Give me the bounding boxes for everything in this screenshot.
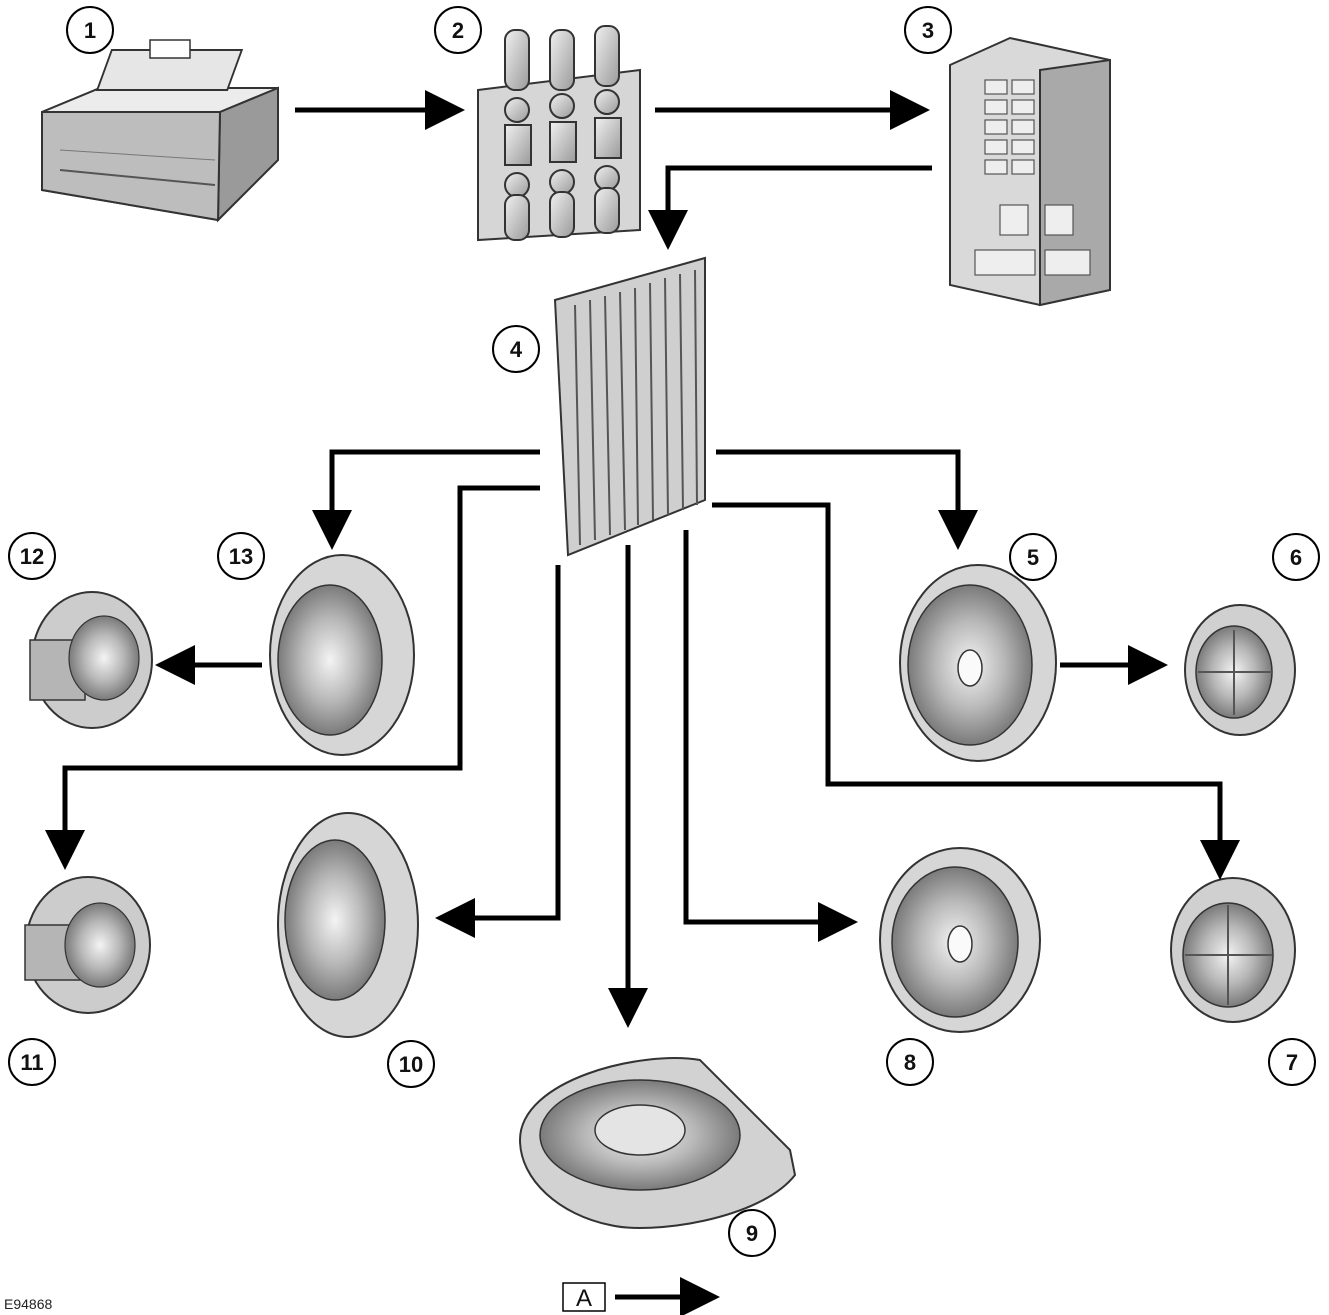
callout-5: 5 [1010, 534, 1056, 580]
figure-id: E94868 [4, 1296, 52, 1312]
door-speaker-icon [900, 565, 1056, 761]
tweeter-speaker-icon [30, 592, 152, 728]
battery-icon [42, 40, 278, 220]
svg-text:5: 5 [1027, 545, 1039, 570]
callout-8: 8 [887, 1039, 933, 1085]
arrow-4-to-5 [716, 452, 958, 540]
callout-4: 4 [493, 326, 539, 372]
svg-text:7: 7 [1286, 1050, 1298, 1075]
door-speaker-icon [278, 813, 418, 1037]
svg-text:4: 4 [510, 337, 523, 362]
svg-text:9: 9 [746, 1221, 758, 1246]
callout-10: 10 [388, 1041, 434, 1087]
callout-7: 7 [1269, 1039, 1315, 1085]
tweeter-speaker-icon [25, 877, 150, 1013]
callout-12: 12 [9, 533, 55, 579]
callout-3: 3 [905, 7, 951, 53]
junction-box-icon [950, 38, 1110, 305]
callout-9: 9 [729, 1210, 775, 1256]
svg-text:12: 12 [20, 544, 44, 569]
fuse-block-icon [478, 26, 640, 240]
subwoofer-icon [520, 1058, 795, 1228]
callout-13: 13 [218, 533, 264, 579]
svg-text:10: 10 [399, 1052, 423, 1077]
door-speaker-icon [270, 555, 414, 755]
callout-11: 11 [9, 1039, 55, 1085]
arrow-4-to-8 [686, 530, 848, 922]
callout-6: 6 [1273, 534, 1319, 580]
callout-1: 1 [67, 7, 113, 53]
legend-key: A [563, 1283, 605, 1312]
svg-text:3: 3 [922, 18, 934, 43]
arrow-3-to-4 [668, 168, 932, 240]
tweeter-speaker-icon [1185, 605, 1295, 735]
svg-text:11: 11 [20, 1050, 43, 1075]
svg-text:A: A [576, 1285, 592, 1312]
svg-text:8: 8 [904, 1050, 916, 1075]
amplifier-icon [555, 258, 705, 555]
svg-text:1: 1 [84, 18, 96, 43]
arrow-4-to-13 [332, 452, 540, 540]
svg-text:2: 2 [452, 18, 464, 43]
callout-2: 2 [435, 7, 481, 53]
svg-text:13: 13 [229, 544, 253, 569]
svg-text:6: 6 [1290, 545, 1302, 570]
door-speaker-icon [880, 848, 1040, 1032]
tweeter-speaker-icon [1171, 878, 1295, 1022]
